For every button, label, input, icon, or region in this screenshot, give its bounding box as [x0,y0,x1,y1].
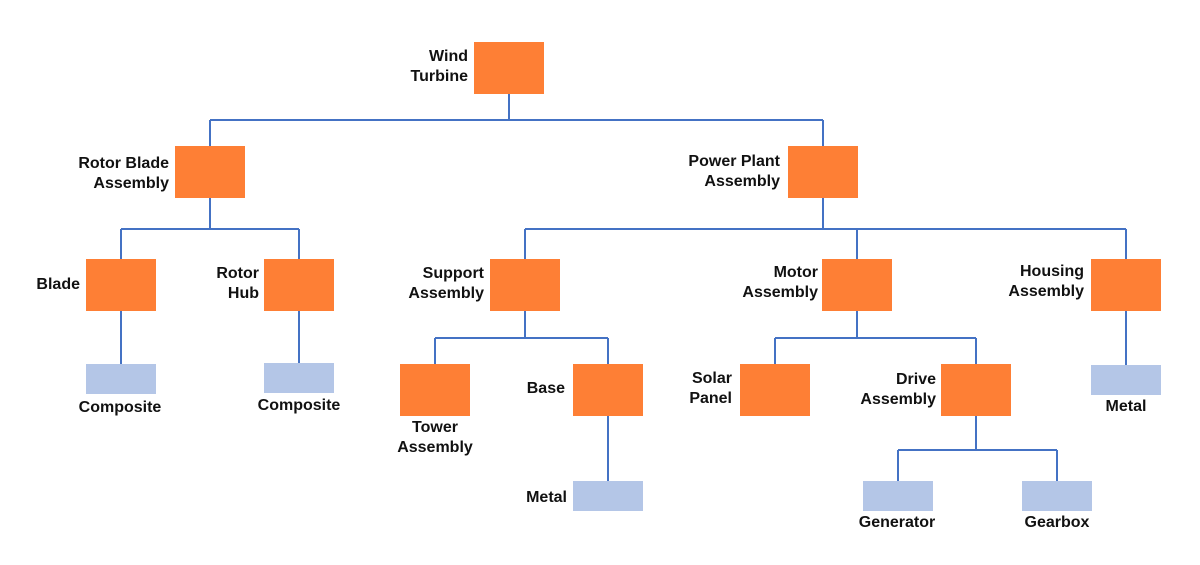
node-box-support [490,259,560,311]
node-box-housing-material [1091,365,1161,395]
node-box-power-plant [788,146,858,198]
node-box-base [573,364,643,416]
node-box-housing [1091,259,1161,311]
node-box-rotor-hub [264,259,334,311]
node-box-motor [822,259,892,311]
label-blade: Blade [36,276,80,293]
node-box-blade-material [86,364,156,394]
label-generator: Generator [858,514,936,531]
label-hub-composite: Composite [257,397,341,414]
label-housing-metal: Metal [1105,398,1147,415]
label-base: Base [526,380,565,397]
node-box-tower [400,364,470,416]
node-boxes [86,42,1161,511]
node-box-solar-panel [740,364,810,416]
node-box-base-material [573,481,643,511]
node-box-wind-turbine [474,42,544,94]
label-base-metal: Metal [526,489,567,506]
node-box-hub-material [264,363,334,393]
node-box-drive [941,364,1011,416]
label-gearbox: Gearbox [1024,514,1090,531]
node-box-blade [86,259,156,311]
node-box-rotor-blade [175,146,245,198]
node-box-gearbox [1022,481,1092,511]
node-box-generator [863,481,933,511]
label-blade-composite: Composite [78,399,162,416]
connector-lines [120,94,1127,481]
